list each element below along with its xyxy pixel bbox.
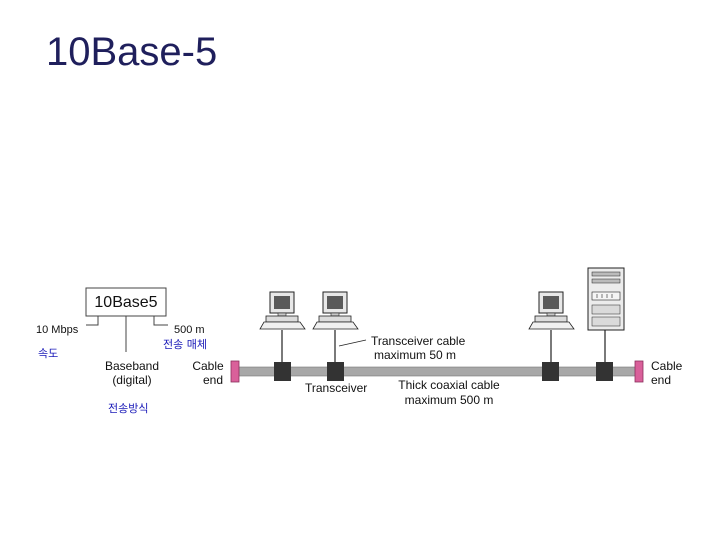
workstation-icon xyxy=(312,291,359,330)
signaling-label-2: (digital) xyxy=(112,373,151,387)
badge-label: 10Base5 xyxy=(94,294,157,311)
length-connector xyxy=(153,316,168,326)
workstation-icon xyxy=(528,291,575,330)
coaxial-cable xyxy=(236,366,640,377)
transceiver xyxy=(274,362,291,381)
cable-end-left xyxy=(230,360,240,383)
note-medium: 전송 매체 xyxy=(163,338,207,351)
slide-title: 10Base-5 xyxy=(46,30,218,74)
transceiver-label: Transceiver xyxy=(305,381,367,395)
speed-connector xyxy=(86,316,99,326)
segment-length-label: 500 m xyxy=(174,324,205,336)
cable-end-right-label-2: end xyxy=(651,373,671,387)
transceiver xyxy=(327,362,344,381)
note-method: 전송방식 xyxy=(108,402,148,415)
signaling-label-1: Baseband xyxy=(105,359,159,373)
cable-end-left-label-2: end xyxy=(203,373,223,387)
coax-label-1: Thick coaxial cable xyxy=(398,378,500,392)
note-speed: 속도 xyxy=(38,347,58,360)
transceiver xyxy=(542,362,559,381)
transceiver-cable-pointer xyxy=(338,339,367,347)
cable-end-right xyxy=(634,360,644,383)
cable-end-right-label-1: Cable xyxy=(651,359,683,373)
workstation-icon xyxy=(259,291,306,330)
transceiver-cable-label-2: maximum 50 m xyxy=(374,348,456,362)
cable-end-left-label-1: Cable xyxy=(192,359,224,373)
badge-box xyxy=(85,287,167,317)
transceiver xyxy=(596,362,613,381)
server-icon xyxy=(587,267,625,331)
transceiver-cable-label-1: Transceiver cable xyxy=(371,334,466,348)
coax-label-2: maximum 500 m xyxy=(405,393,494,407)
speed-label: 10 Mbps xyxy=(36,324,79,336)
